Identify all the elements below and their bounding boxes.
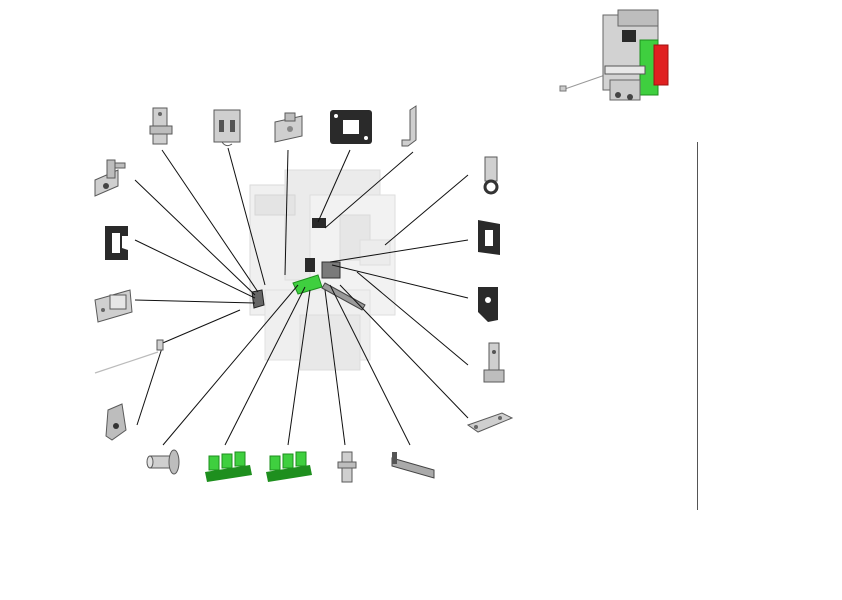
leader-lines [134, 147, 469, 446]
pcb-connector-part-bottom-3 [266, 451, 312, 482]
frame-part-left-2 [105, 226, 128, 260]
vertical-divider-line [697, 142, 698, 510]
lock-part-right-1 [483, 156, 499, 195]
assembled-device-thumbnail [559, 9, 669, 101]
bar-part-right-5 [466, 412, 514, 433]
pin-bracket-part-left-1 [94, 159, 126, 197]
gasket-part-top-4 [330, 110, 372, 144]
rail-part-bottom-5 [391, 452, 435, 479]
frame-part-right-2 [478, 220, 500, 255]
rod-part-left-4 [94, 339, 164, 374]
plate-part-top-2 [213, 109, 241, 147]
block-part-left-5 [105, 403, 127, 441]
clamp-part-left-3 [94, 289, 133, 323]
pcb-connector-part-bottom-2 [205, 451, 252, 482]
latch-part-bottom-4 [337, 451, 357, 483]
screw-part-bottom-1 [146, 449, 180, 475]
bracket-part-top-1 [149, 107, 173, 145]
hook-part-top-5 [401, 105, 417, 147]
mount-part-top-3 [274, 112, 303, 143]
plate-part-right-3 [478, 287, 498, 322]
mount-part-right-4 [483, 342, 505, 383]
